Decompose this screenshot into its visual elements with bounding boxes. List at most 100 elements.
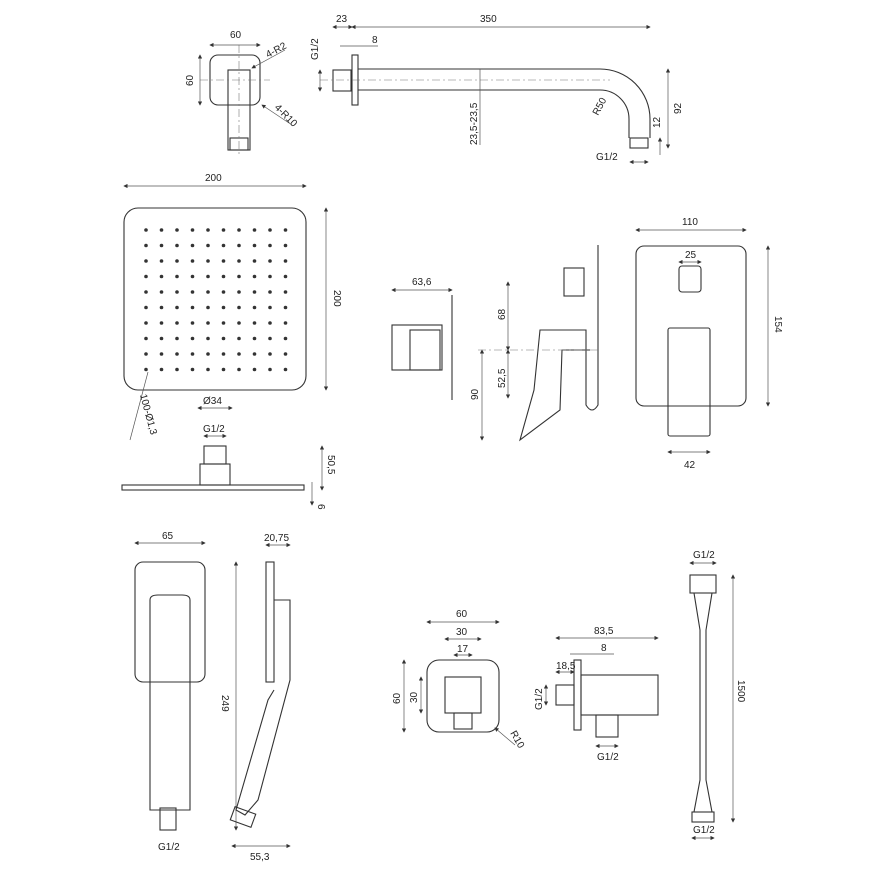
- elbow-plate: 8: [601, 643, 607, 654]
- nozzle-hole: [237, 290, 241, 294]
- nozzle-hole: [252, 305, 257, 310]
- nozzle-hole: [159, 290, 164, 294]
- nozzle-hole: [159, 305, 164, 310]
- nozzle-hole: [206, 352, 210, 356]
- nozzle-hole: [221, 290, 226, 294]
- hand-thread: G1/2: [158, 842, 180, 853]
- nozzle-hole: [144, 336, 148, 341]
- nozzle-hole: [221, 336, 226, 341]
- nozzle-hole: [175, 352, 179, 356]
- nozzle-hole: [206, 305, 210, 310]
- nozzle-hole: [175, 290, 179, 294]
- nozzle-hole: [252, 321, 257, 325]
- shower-hose-view: G1/2 1500 G1/2: [689, 550, 746, 841]
- valve-plate-height: 154: [772, 316, 783, 333]
- nozzle-hole: [283, 259, 288, 263]
- hand-width: 65: [162, 531, 174, 542]
- nozzle-hole: [252, 352, 257, 356]
- nozzle-hole: [268, 290, 272, 294]
- nozzle-hole: [175, 259, 179, 263]
- nozzle-hole: [283, 243, 288, 248]
- arm-front-r-large: 4-R10: [272, 102, 299, 129]
- nozzle-hole: [206, 290, 210, 294]
- head-thread: G1/2: [203, 424, 225, 435]
- elbow-inner-h: 30: [409, 691, 420, 703]
- shower-head-top-view: 200 200 100-Ø1,3: [123, 173, 342, 441]
- nozzle-hole: [190, 367, 195, 372]
- nozzle-hole: [190, 290, 195, 294]
- shower-head-side-view: Ø34 G1/2 50,5 6: [121, 396, 336, 510]
- nozzle-hole: [144, 290, 148, 294]
- elbow-height: 60: [392, 692, 403, 704]
- nozzle-hole: [206, 243, 210, 248]
- nozzle-hole: [175, 321, 179, 325]
- nozzle-hole: [159, 274, 164, 279]
- nozzle-hole: [268, 259, 272, 263]
- arm-front-view: 60 60 4-R2 4-R10: [185, 30, 299, 155]
- nozzle-hole: [144, 367, 148, 372]
- hand-thickness: 20,75: [264, 533, 289, 544]
- nozzle-hole: [268, 321, 272, 325]
- nozzle-hole: [237, 259, 241, 263]
- head-connector: Ø34: [203, 396, 222, 407]
- nozzle-hole: [283, 321, 288, 325]
- nozzle-hole: [221, 259, 226, 263]
- nozzle-hole: [159, 367, 164, 372]
- nozzle-hole: [221, 321, 226, 325]
- hand-reach: 55,3: [250, 852, 270, 863]
- nozzle-hole: [268, 352, 272, 356]
- nozzle-hole: [221, 352, 226, 356]
- head-holes: 100-Ø1,3: [137, 393, 159, 437]
- nozzle-hole: [190, 228, 195, 232]
- nozzle-hole: [283, 352, 288, 356]
- nozzle-hole: [144, 274, 148, 279]
- head-height: 200: [331, 290, 342, 307]
- arm-side-view: 23 350 G1/2 8 23,5-23,5 R50 92 12 G1/2: [310, 14, 684, 165]
- nozzle-hole: [268, 243, 272, 248]
- nozzle-hole: [159, 228, 164, 232]
- nozzle-hole: [190, 243, 195, 248]
- arm-drop: 92: [673, 102, 684, 114]
- nozzle-hole: [237, 243, 241, 248]
- arm-length: 350: [480, 14, 497, 25]
- nozzle-hole: [175, 274, 179, 279]
- valve-lever: 42: [684, 460, 696, 471]
- nozzle-hole: [159, 352, 164, 356]
- arm-offset: 23,5-23,5: [469, 102, 480, 145]
- nozzle-hole: [221, 274, 226, 279]
- nozzle-hole: [268, 228, 272, 232]
- nozzle-hole: [268, 336, 272, 341]
- nozzle-hole: [252, 367, 257, 372]
- arm-front-width: 60: [230, 30, 242, 41]
- nozzle-hole: [283, 274, 288, 279]
- head-thickness: 6: [315, 504, 326, 510]
- nozzle-hole: [159, 259, 164, 263]
- nozzle-hole: [159, 336, 164, 341]
- nozzle-hole: [206, 274, 210, 279]
- nozzle-hole: [283, 367, 288, 372]
- nozzle-hole: [206, 336, 210, 341]
- nozzle-hole: [144, 305, 148, 310]
- elbow-width: 60: [456, 609, 468, 620]
- nozzle-hole: [283, 305, 288, 310]
- nozzle-hole: [144, 243, 148, 248]
- valve-upper: 68: [497, 308, 508, 320]
- nozzle-hole: [252, 336, 257, 341]
- nozzle-hole: [237, 367, 241, 372]
- nozzle-hole: [283, 290, 288, 294]
- elbow-radius: R10: [507, 729, 526, 751]
- nozzle-hole: [252, 259, 257, 263]
- elbow-inner: 30: [456, 627, 468, 638]
- head-side-height: 50,5: [325, 455, 336, 475]
- arm-thread-in: G1/2: [310, 38, 321, 60]
- nozzle-hole: [144, 259, 148, 263]
- nozzle-hole: [252, 228, 257, 232]
- nozzle-hole: [206, 259, 210, 263]
- mixer-valve-views: 63,6 68 52,5 90 110 25 154 42: [391, 217, 783, 471]
- elbow-offset: 18,5: [556, 661, 576, 672]
- head-width: 200: [205, 173, 222, 184]
- valve-plate-width: 110: [682, 217, 698, 228]
- nozzle-hole: [144, 228, 148, 232]
- nozzle-hole: [175, 367, 179, 372]
